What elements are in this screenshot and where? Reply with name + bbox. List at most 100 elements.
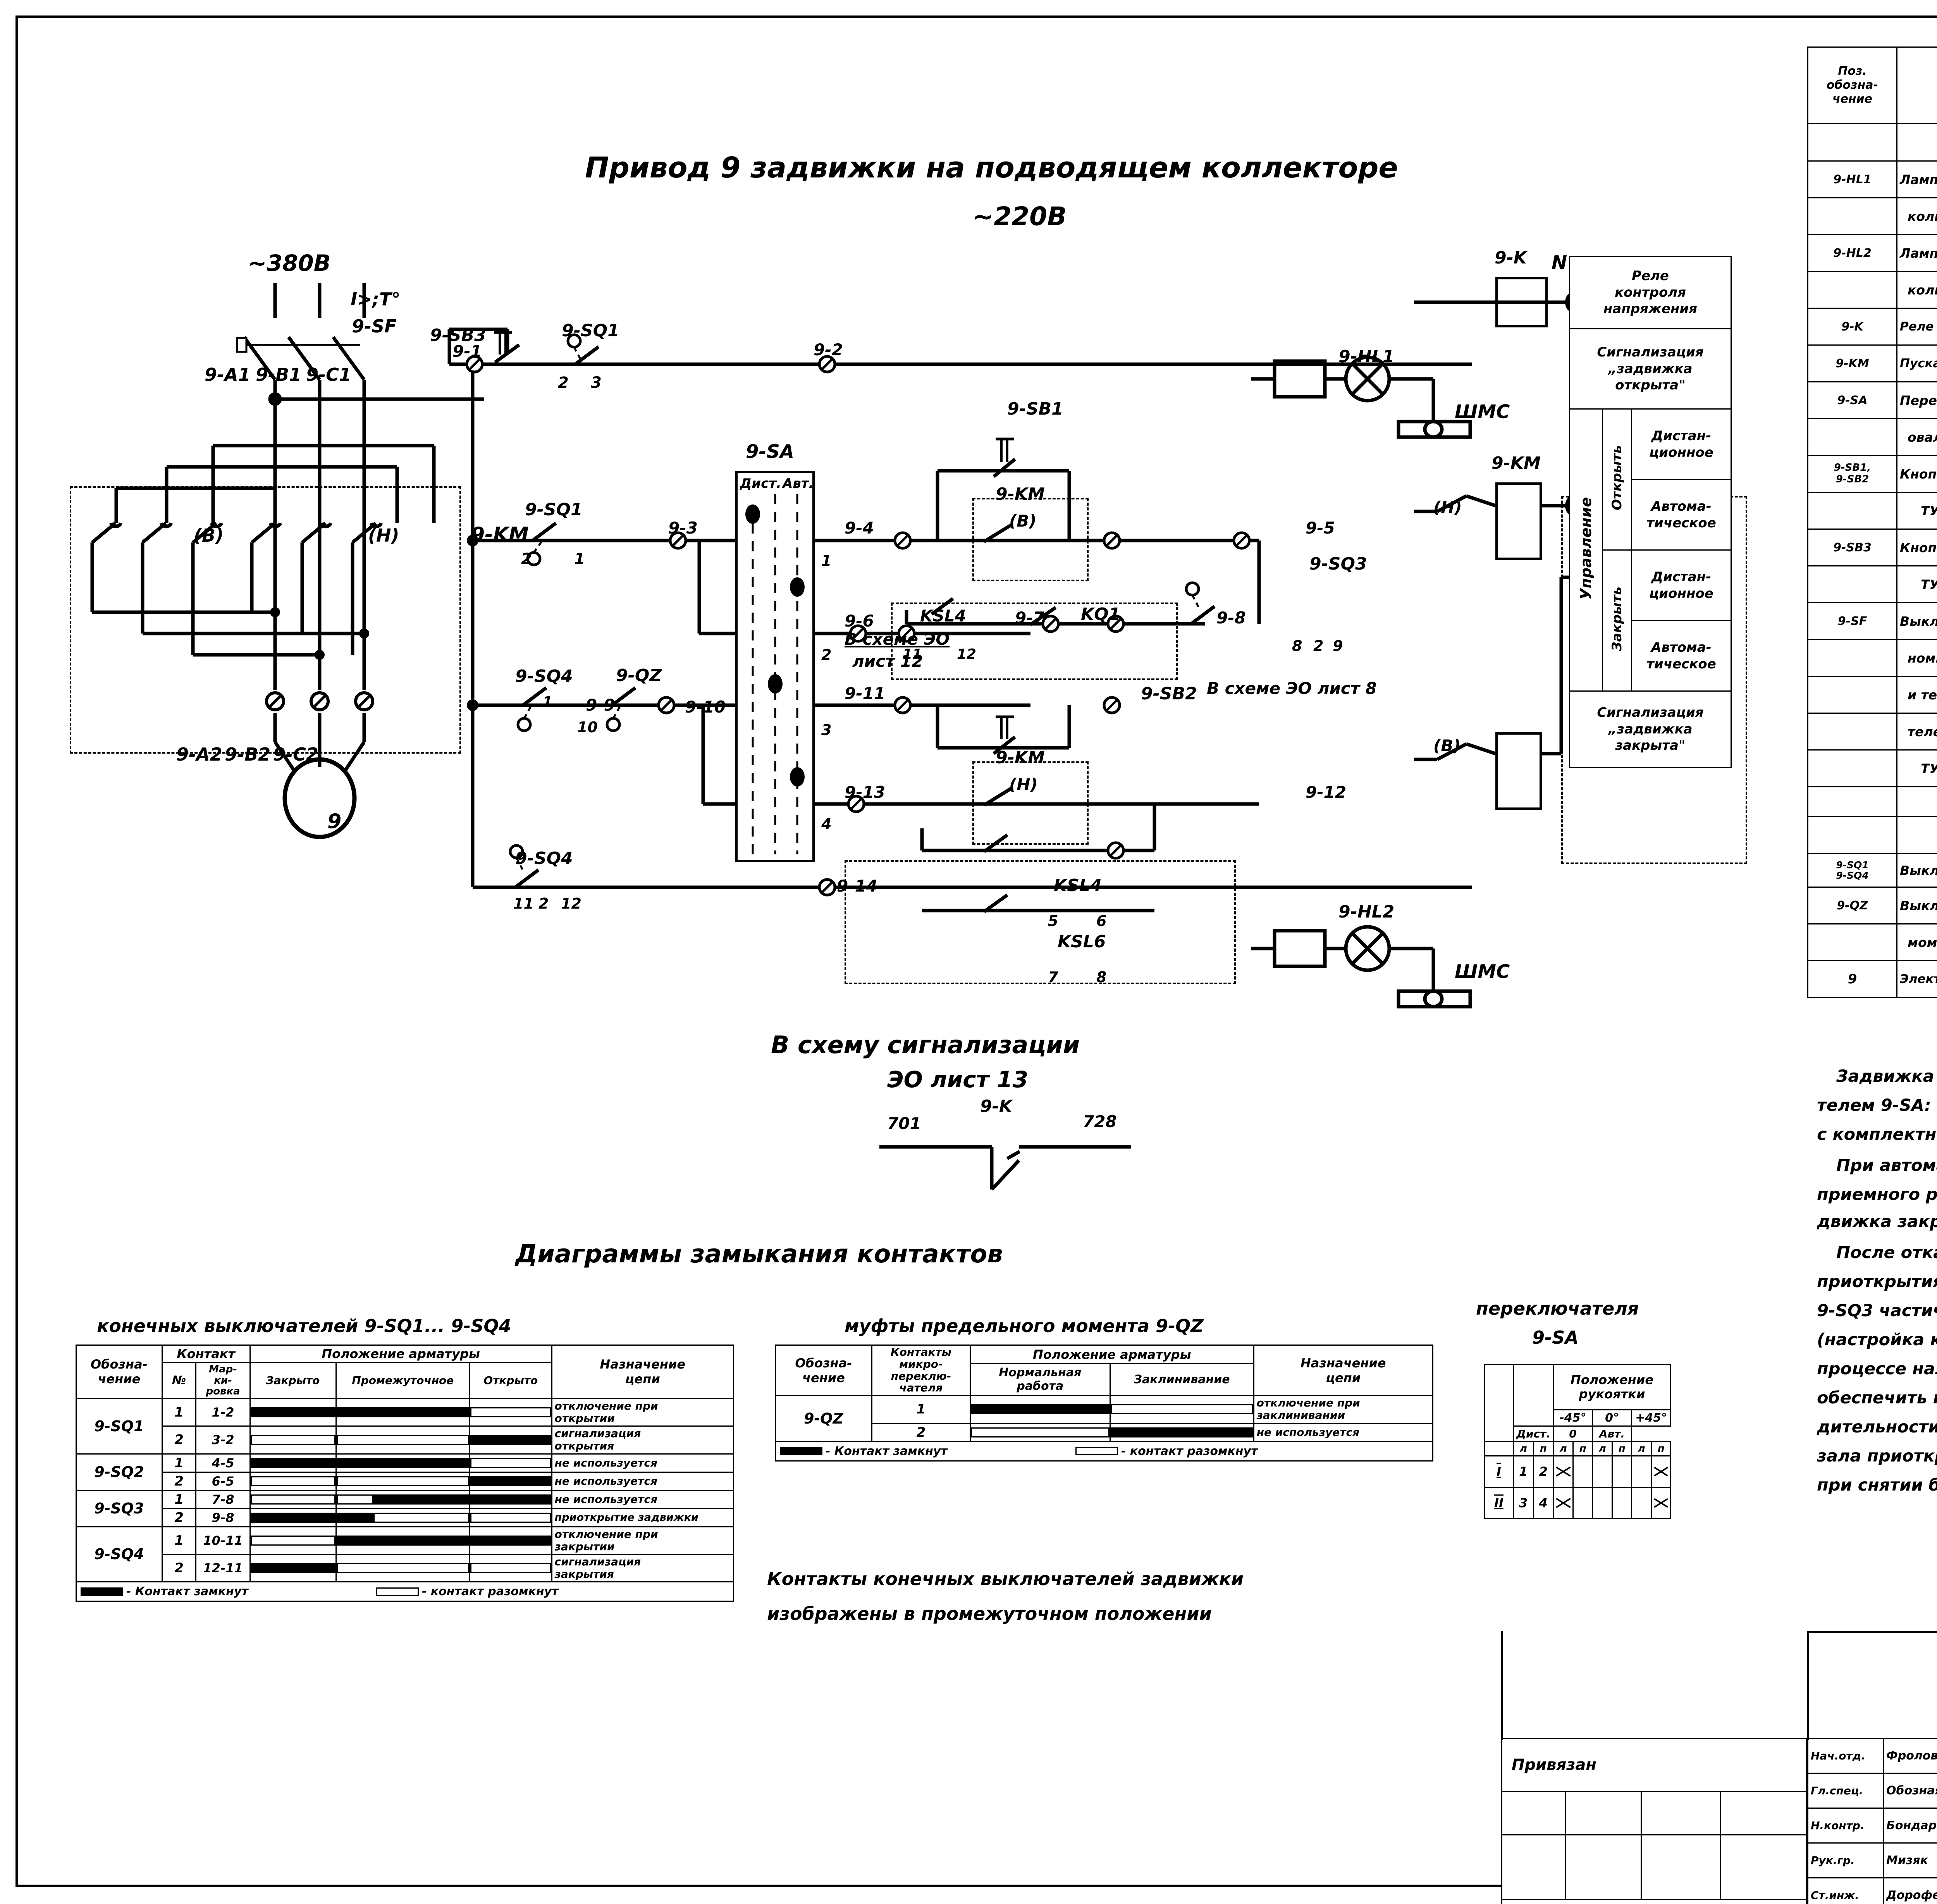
sq3-term-2: 2: [1313, 637, 1324, 654]
bottom-note-l2: изображены в промежуточном положении: [767, 1603, 1212, 1624]
spec-pos-22: [1807, 923, 1897, 961]
sa-lp-5: п: [1612, 1441, 1633, 1456]
ksl6-term-7: 7: [1048, 969, 1058, 986]
signal-ref-line1: В схему сигнализации: [771, 1031, 1080, 1059]
spec-pos-0: [1807, 123, 1897, 162]
protection-label: I>;T°: [351, 289, 401, 310]
rev-c3: [1641, 1791, 1721, 1835]
table-row: Гл.спец. Обозная Щ и.вл: [1807, 1773, 1937, 1809]
legend-sigopen-l1: Сигнализация: [1597, 344, 1704, 360]
sq1-mid-term-1: 1: [574, 550, 585, 568]
table-qz-header-row-1: Обозна- чение Контакты микро- переклю- ч…: [775, 1344, 1434, 1396]
lamp-9HL2-label: 9-HL2: [1338, 902, 1395, 922]
sq-purpose-0-0: отключение при открытии: [551, 1398, 735, 1427]
km-fwd-dashed-box: [972, 498, 1089, 581]
sq-group-name-3: 9-SQ4: [76, 1526, 163, 1583]
contactor-label: 9-KM: [471, 523, 529, 546]
sq-purpose-0-1-l1: сигнализация: [554, 1427, 641, 1440]
sq-purpose-1-0: не используется: [551, 1453, 735, 1473]
spec-name-1: Лампа сигнальная ЛС-53 с зеленым: [1896, 160, 1937, 198]
table-row: 2 3-2 сигнализация открытия: [76, 1425, 735, 1455]
sq-bar-zak-3-1: [249, 1553, 337, 1583]
spec-name-23: Электродвигатель 4А100S4У3, 380В, 3кВт: [1896, 960, 1937, 998]
signal-ref-right-no: 728: [1083, 1112, 1117, 1131]
spec-name-19: Аппаратура по месту: [1896, 816, 1937, 854]
legend-cell-1-l1: Автома-: [1651, 499, 1712, 514]
sq-no-2-0: 1: [161, 1489, 197, 1509]
table-qz-header-row-2: Нормальная работа Заклинивание: [776, 1363, 1433, 1396]
sa-mark-0-4: [1631, 1455, 1652, 1488]
bottom-note-l1: Контакты конечных выключателей задвижки: [767, 1568, 1244, 1589]
km-coil-rev-b-vis: (В): [1433, 736, 1461, 755]
sa-angle-2: +45°: [1631, 1409, 1672, 1427]
table-row: Комплектное устройство: [1807, 123, 1937, 162]
sq4-upper-term-1: 1: [542, 694, 553, 711]
rev-c1: [1501, 1791, 1566, 1835]
button-9SB3-label[interactable]: 9-SB3: [430, 325, 486, 345]
spec-pos-15: [1807, 676, 1897, 714]
table-row: I 1 2: [1484, 1455, 1672, 1488]
ref-sheet12-line1: В схеме ЭО: [845, 630, 950, 649]
table-row: 9-SQ3 1 7-8 не используется: [76, 1489, 735, 1527]
sq-mark-0-0: 1-2: [195, 1398, 251, 1427]
spec-th-pos-l3: чение: [1832, 92, 1873, 106]
km-coil-fwd-label: 9-KM: [1491, 453, 1541, 473]
sa-sec-1: II: [1484, 1487, 1514, 1519]
sa-lp-2: л: [1553, 1441, 1574, 1456]
sa-lp-7: п: [1651, 1441, 1672, 1456]
sq-purpose-2-0: не используется: [551, 1489, 735, 1509]
spec-name-15: и тепловых максимальных расцепи-: [1896, 676, 1937, 714]
table-row: 9 Электродвигатель 4А100S4У3, 380В, 3кВт…: [1807, 960, 1937, 998]
contactor-rev-label: (Н): [368, 525, 399, 546]
diagrams-heading: Диаграммы замыкания контактов: [515, 1240, 1003, 1269]
description-p1-l3: с комплектного устройства и автоматическ…: [1817, 1125, 1937, 1144]
sa-mark-0-2: [1592, 1455, 1613, 1488]
role-name-4: Дорофеев: [1883, 1877, 1937, 1904]
sq-purpose-0-0-l2: открытии: [554, 1412, 615, 1425]
spec-pos-5: 9-K: [1807, 308, 1897, 346]
sq-no-3-0: 1: [161, 1526, 197, 1555]
switch-9SQ3-label: 9-SQ3: [1309, 554, 1367, 574]
lamp-hl2-svg: [1251, 925, 1472, 1009]
spec-name-7: Переключатель УП5311-С225, рукоятка: [1896, 381, 1937, 419]
sq-bar-otk-3-1: [469, 1553, 552, 1583]
button-9SB2-label[interactable]: 9-SB2: [1141, 684, 1197, 704]
privyazan-cell: Привязан: [1501, 1738, 1807, 1792]
sa-mark-0-5: [1651, 1455, 1672, 1488]
sq1-top-term-2: 2: [558, 374, 569, 392]
qz-purpose-0: отключение при заклинивании: [1253, 1395, 1434, 1424]
spec-name-2: колпачком, 220В, ТУ16.535.417-75: [1896, 197, 1937, 235]
sq-mark-3-0: 10-11: [195, 1526, 251, 1555]
signal-ref-contact-svg: [879, 1145, 1131, 1191]
sq-bar-zak-0-1: [249, 1425, 337, 1455]
th-mark-l3: ровка: [206, 1386, 240, 1398]
spec-name-6: Пускатель ПМЕ-113, 220В, 50Гц, ТУ16.0536…: [1896, 344, 1937, 382]
sq-bar-prom-3-0: [335, 1526, 471, 1555]
spec-name-16: телей 10А, степень защиты JP00: [1896, 713, 1937, 751]
phase-label-c2: 9-C2: [273, 744, 318, 765]
legend-swatch-open: [376, 1587, 419, 1596]
table-row: 2 6-5 не используется: [76, 1471, 735, 1491]
sa-internal-svg: [745, 494, 805, 854]
sq-bar-prom-2-0: [335, 1489, 471, 1509]
qz-bar-zakl-1: [1109, 1422, 1254, 1442]
spec-pos-7: 9-SA: [1807, 381, 1897, 419]
legend-relay-l2: контроля: [1614, 284, 1686, 300]
qz-bar-norm-1: [969, 1422, 1111, 1442]
sq-bar-prom-2-1: [335, 1508, 471, 1527]
qz-legend-swatch-open: [1075, 1447, 1118, 1456]
qz-th-kont-l3: переклю-: [891, 1369, 951, 1382]
sa-lp-1: п: [1533, 1441, 1554, 1456]
signal-ref-line2: ЭО лист 13: [887, 1066, 1029, 1093]
sa-mark-1-0: [1553, 1487, 1574, 1519]
project-code-box: [1807, 1631, 1937, 1740]
sq-bar-zak-2-1: [249, 1508, 337, 1527]
table-row: 9-SQ4 1 10-11 отключение при закрытии: [76, 1526, 735, 1583]
spec-pos-21: 9-QZ: [1807, 887, 1897, 924]
description-p3-l6: обеспечить приток стоков в количестве, р…: [1817, 1388, 1937, 1408]
legend-row-ctrl-4: Автома- тическое: [1570, 620, 1732, 692]
button-9SB1-label[interactable]: 9-SB1: [1007, 399, 1063, 419]
qz-th-oboz-l2: чение: [802, 1370, 845, 1385]
sa-th-polozh-l1: Положение: [1571, 1372, 1654, 1388]
sa-auto-label: Авт.: [783, 476, 814, 491]
